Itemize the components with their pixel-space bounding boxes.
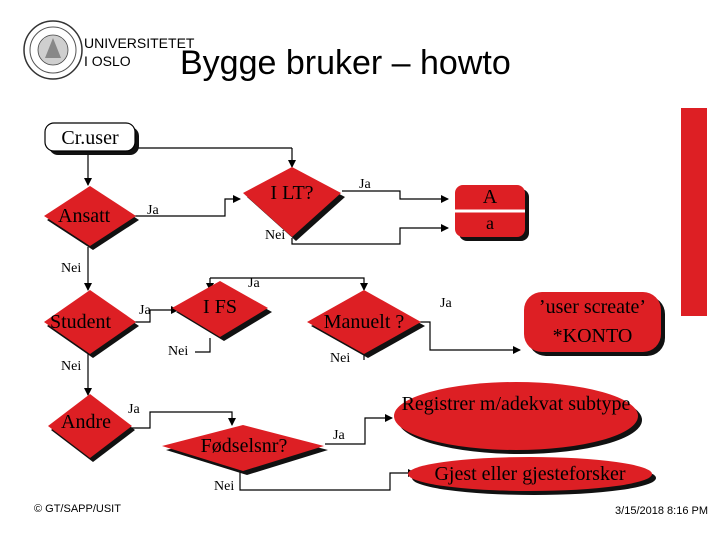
page-title: Bygge bruker – howto xyxy=(180,44,511,82)
a-lower-label: a xyxy=(486,213,494,233)
node-ifs-diamond xyxy=(172,281,272,341)
node-a-box xyxy=(455,185,529,241)
node-ansatt-diamond xyxy=(44,186,139,250)
node-ilt-diamond xyxy=(243,167,345,241)
node-student-diamond xyxy=(44,290,139,358)
university-name-line2: I OSLO xyxy=(84,53,131,69)
node-manuelt-diamond xyxy=(307,290,425,358)
node-user-screate-box xyxy=(524,292,665,356)
node-cr-user xyxy=(44,122,139,155)
edge-label-ja-ansatt: Ja xyxy=(147,203,159,218)
node-registrer-ellipse xyxy=(394,382,642,454)
university-name-line1: UNIVERSITETET xyxy=(84,35,195,51)
andre-label: Andre xyxy=(61,411,111,433)
edge-label-nei-ansatt: Nei xyxy=(61,261,82,276)
side-accent-bar xyxy=(681,108,707,316)
footer-timestamp: 3/15/2018 8:16 PM xyxy=(615,505,708,517)
edge-label-nei-ilt: Nei xyxy=(265,228,286,243)
user-screate-label: ’user screate’ xyxy=(538,296,647,318)
student-label: Student xyxy=(50,311,112,333)
edge-label-ja-student: Ja xyxy=(139,303,151,318)
manuelt-label: Manuelt ? xyxy=(323,311,405,333)
node-andre-diamond xyxy=(48,394,135,462)
edge-label-ja-andre: Ja xyxy=(128,402,140,417)
edge-label-ja-ilt: Ja xyxy=(359,177,371,192)
ilt-label: I LT? xyxy=(270,182,314,204)
gjest-label: Gjest eller gjesteforsker xyxy=(434,463,626,485)
university-seal-logo xyxy=(23,20,83,80)
footer-copyright: © GT/SAPP/USIT xyxy=(34,503,121,515)
ansatt-label: Ansatt xyxy=(58,205,111,227)
edge-label-ja-manuelt: Ja xyxy=(440,296,452,311)
ifs-label: I FS xyxy=(203,296,237,318)
registrer-label: Registrer m/adekvat subtype xyxy=(401,393,631,415)
edge-label-nei-manuelt: Nei xyxy=(330,351,351,366)
cr-user-label: Cr.user xyxy=(61,127,119,149)
node-fodselsnr-diamond xyxy=(162,425,328,475)
fodselsnr-label: Fødselsnr? xyxy=(200,435,288,457)
a-upper-label: A xyxy=(482,186,498,208)
edge-label-nei-ifs: Nei xyxy=(168,344,189,359)
edge-label-nei-student: Nei xyxy=(61,359,82,374)
konto-label: *KONTO xyxy=(552,325,633,347)
edge-label-ja-fodselsnr: Ja xyxy=(333,428,345,443)
edge-label-nei-fodselsnr: Nei xyxy=(214,479,235,494)
edge-label-ja-ifs: Ja xyxy=(248,276,260,291)
node-gjest-ellipse xyxy=(408,457,656,495)
